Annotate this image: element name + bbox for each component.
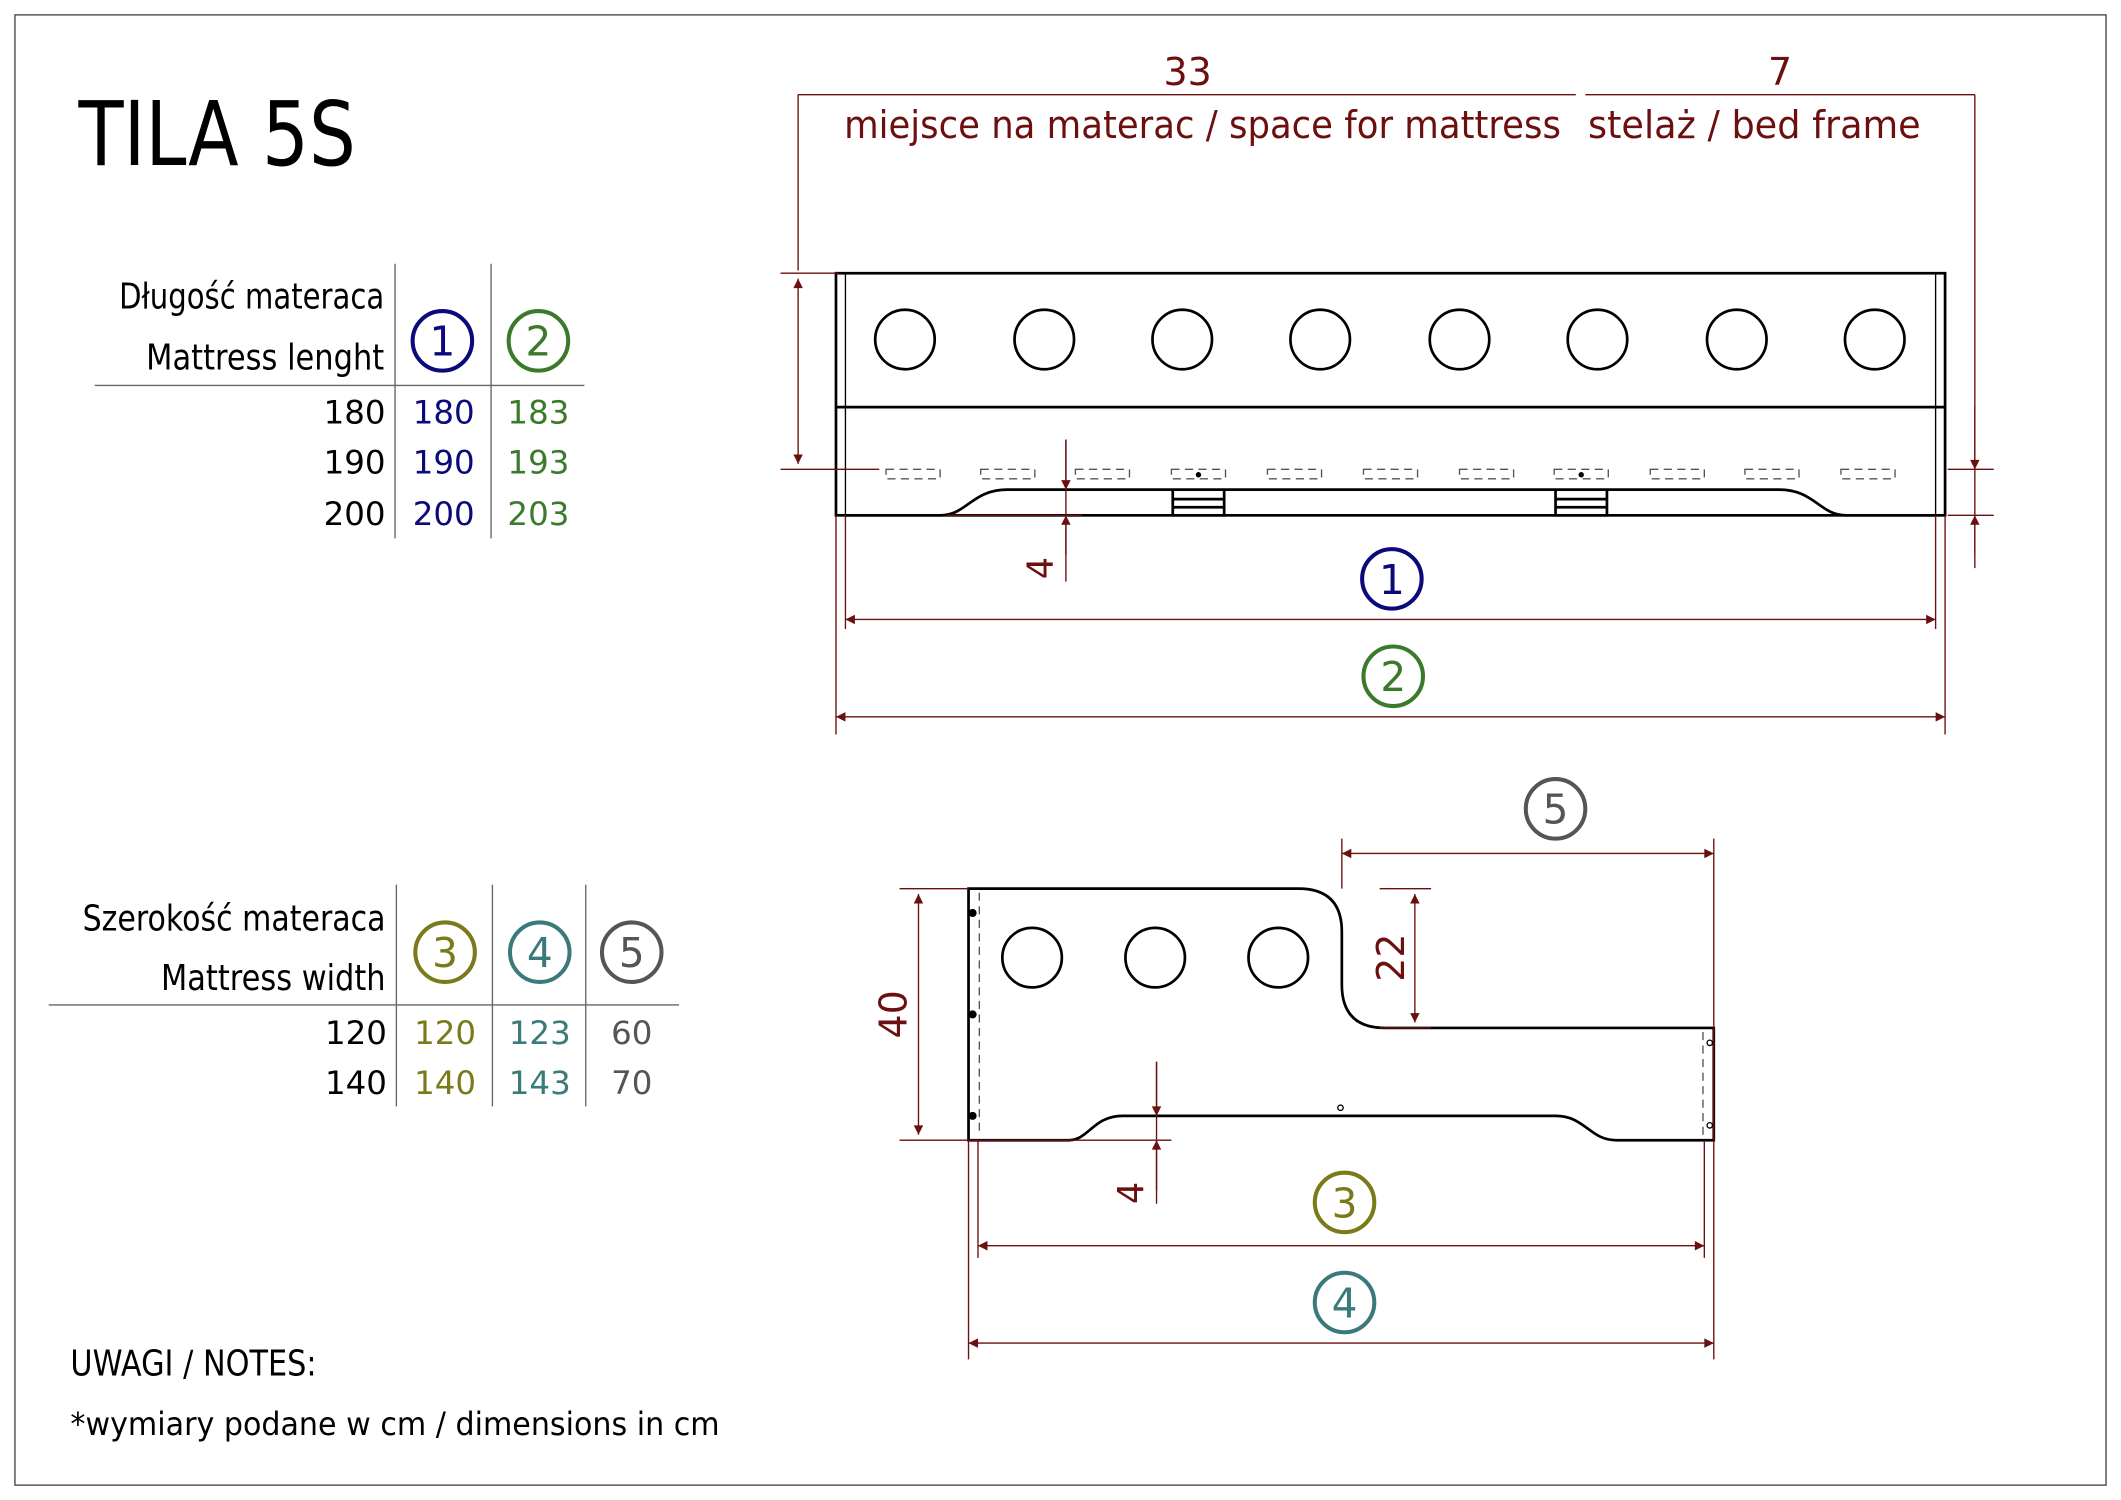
- marker-1-circle: [410, 309, 475, 373]
- width-header-en: Mattress width: [161, 958, 386, 999]
- cell: 120: [325, 1014, 387, 1052]
- marker-2-label: 2: [526, 318, 552, 366]
- dim-rail: 22: [1369, 934, 1413, 982]
- cell: 190: [413, 443, 475, 481]
- width-header-pl: Szerokość materaca: [83, 899, 386, 940]
- marker-4-circle: [1312, 1270, 1377, 1335]
- marker-1-label: 1: [429, 318, 455, 366]
- marker-5-circle: [1523, 777, 1588, 841]
- marker-2-circle: [506, 309, 571, 373]
- cell: 190: [324, 443, 386, 481]
- cell: 120: [414, 1014, 476, 1052]
- marker-5-label: 5: [619, 929, 645, 977]
- cell: 203: [507, 495, 569, 533]
- length-header-en: Mattress lenght: [146, 337, 384, 378]
- table-row: 190 190 193: [324, 443, 570, 481]
- table-row: 120 120 123 60: [325, 1014, 652, 1052]
- cell: 123: [509, 1014, 571, 1052]
- cell: 180: [324, 393, 386, 431]
- marker-1-label: 1: [1379, 556, 1405, 604]
- mattress-length-table: Długość materaca Mattress lenght 1 2 180…: [94, 263, 585, 539]
- cell: 200: [324, 495, 386, 533]
- marker-3-circle: [413, 920, 477, 984]
- table-row: 140 140 143 70: [325, 1064, 652, 1102]
- label-mattress-space: miejsce na materac / space for mattress: [844, 103, 1561, 147]
- marker-4-label: 4: [1332, 1279, 1358, 1327]
- dim-mattress-space: 33: [1164, 50, 1212, 94]
- bed-long-side-view: 33 miejsce na materac / space for mattre…: [780, 50, 1994, 735]
- cell: 193: [507, 443, 569, 481]
- marker-2-label: 2: [1380, 653, 1406, 701]
- cell: 60: [611, 1014, 652, 1052]
- notes-text: *wymiary podane w cm / dimensions in cm: [70, 1405, 719, 1443]
- mattress-width-table: Szerokość materaca Mattress width 3 4 5 …: [48, 884, 680, 1107]
- dim-bed-frame: 7: [1768, 50, 1792, 94]
- marker-5-label: 5: [1543, 786, 1569, 834]
- hole-circles: [873, 308, 1906, 371]
- marker-3-label: 3: [432, 929, 458, 977]
- cell: 200: [413, 495, 475, 533]
- length-header-pl: Długość materaca: [119, 276, 384, 317]
- bed-short-side-view: 40 22 4 5 3 4: [871, 777, 1716, 1360]
- marker-5-circle: [599, 920, 664, 984]
- table-row: 180 180 183: [324, 393, 570, 431]
- product-title: TILA 5S: [78, 83, 356, 187]
- marker-3-circle: [1312, 1170, 1377, 1235]
- sheet-border: [14, 14, 2107, 1486]
- marker-4-label: 4: [527, 929, 553, 977]
- marker-2-circle: [1361, 644, 1426, 709]
- cell: 70: [611, 1064, 652, 1102]
- dim-small-gap: 4: [1020, 557, 1061, 579]
- marker-4-circle: [507, 920, 572, 984]
- dim-height: 40: [871, 990, 915, 1038]
- dim-small-gap: 4: [1111, 1182, 1152, 1204]
- cell: 180: [413, 393, 475, 431]
- notes-heading: UWAGI / NOTES:: [70, 1344, 316, 1385]
- cell: 140: [414, 1064, 476, 1102]
- marker-1-circle: [1360, 547, 1424, 611]
- cell: 140: [325, 1064, 387, 1102]
- label-bed-frame: stelaż / bed frame: [1588, 103, 1921, 147]
- cell: 183: [507, 393, 569, 431]
- marker-3-label: 3: [1332, 1179, 1358, 1227]
- table-row: 200 200 203: [324, 495, 570, 533]
- cell: 143: [509, 1064, 571, 1102]
